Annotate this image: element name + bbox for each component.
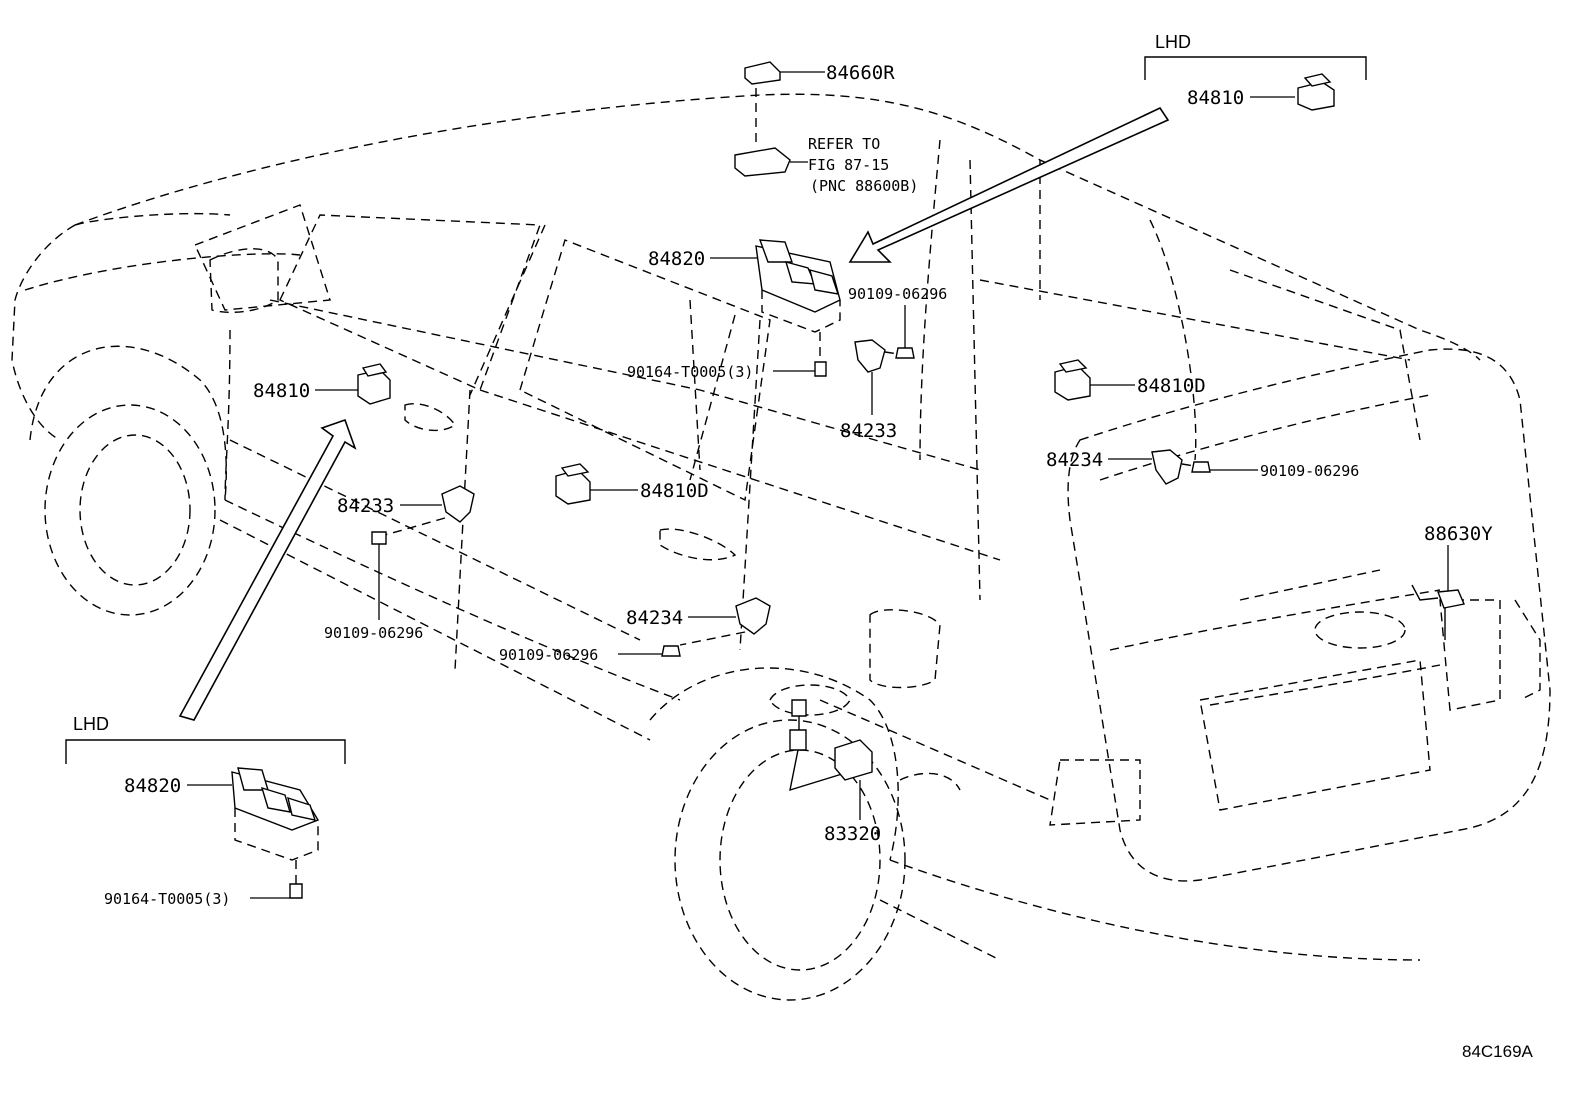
- part-label-90109-mid: 90109-06296: [499, 646, 598, 664]
- door-courtesy-switch-icon: [1151, 449, 1183, 485]
- courtesy-switch-mid: 84234 90109-06296: [499, 597, 771, 664]
- power-window-switch-icon: [1297, 73, 1335, 111]
- part-label-84234-right: 84234: [1046, 449, 1103, 471]
- rear-left-switch-group: 84810D: [555, 463, 709, 505]
- bolt-icon: [1191, 461, 1211, 473]
- front-door-switch-group: 84810: [253, 363, 391, 405]
- buzzer-group: 83320: [789, 699, 881, 845]
- lhd-bottom-group: LHD 84820 90164-T0005(3): [65, 714, 346, 908]
- lhd-bottom-label: LHD: [73, 714, 109, 734]
- part-label-84820-lhd: 84820: [124, 775, 181, 797]
- connector-icon: [791, 699, 807, 717]
- figure-code: 84C169A: [1462, 1042, 1534, 1061]
- direction-arrows: [178, 106, 1170, 721]
- part-label-90164: 90164-T0005(3): [627, 363, 753, 381]
- back-door-courtesy-switch-icon: [1437, 589, 1465, 609]
- part-label-84810D-mid: 84810D: [640, 480, 709, 502]
- courtesy-switch-right: 84234 90109-06296: [1046, 449, 1359, 485]
- courtesy-switch-upper: 90109-06296 84233: [840, 285, 947, 442]
- bolt-icon: [895, 347, 915, 359]
- part-label-88630Y: 88630Y: [1424, 523, 1493, 545]
- part-label-83320: 83320: [824, 823, 881, 845]
- bolt-icon: [371, 531, 387, 545]
- part-label-84660R: 84660R: [826, 62, 895, 84]
- roof-switch-icon: [744, 61, 781, 85]
- bolt-icon: [661, 645, 681, 657]
- courtesy-switch-left: 84233 90109-06296: [324, 485, 475, 642]
- refer-line-3: (PNC 88600B): [810, 177, 918, 195]
- overhead-console-icon: [734, 147, 791, 177]
- part-label-90109-left: 90109-06296: [324, 624, 423, 642]
- main-switch-group: 84820 90164-T0005(3): [627, 239, 841, 381]
- lhd-top-group: LHD 84810: [1144, 32, 1367, 111]
- part-label-84810: 84810: [253, 380, 310, 402]
- door-courtesy-switch-icon: [854, 339, 886, 373]
- screw-icon: [289, 883, 303, 899]
- door-courtesy-switch-icon: [735, 597, 771, 635]
- part-label-84820: 84820: [648, 248, 705, 270]
- roof-switch-group: 84660R REFER TO FIG 87-15 (PNC 88600B): [734, 61, 918, 195]
- rear-right-switch-group: 84810D: [1054, 359, 1206, 401]
- part-label-90164-lhd: 90164-T0005(3): [104, 890, 230, 908]
- part-label-84234-mid: 84234: [626, 607, 683, 629]
- part-label-84810D-right: 84810D: [1137, 375, 1206, 397]
- arrow-bottom-left: [178, 418, 357, 721]
- arrow-top-right: [848, 106, 1170, 263]
- buzzer-icon: [834, 739, 873, 781]
- master-switch-icon: [231, 767, 320, 861]
- lhd-top-label: LHD: [1155, 32, 1191, 52]
- door-courtesy-switch-icon: [441, 485, 475, 523]
- part-label-90109-right: 90109-06296: [1260, 462, 1359, 480]
- back-door-switch-group: 88630Y: [1411, 523, 1493, 640]
- wire-clip-icon: [789, 729, 807, 751]
- part-label-84233-a: 84233: [840, 420, 897, 442]
- part-label-90109-a: 90109-06296: [848, 285, 947, 303]
- refer-line-2: FIG 87-15: [808, 156, 889, 174]
- vehicle-outline: [11, 93, 1551, 1001]
- screw-icon: [814, 361, 827, 377]
- part-label-84810-lhd: 84810: [1187, 87, 1244, 109]
- master-switch-icon: [755, 239, 841, 333]
- part-label-84233-b: 84233: [337, 495, 394, 517]
- refer-line-1: REFER TO: [808, 135, 880, 153]
